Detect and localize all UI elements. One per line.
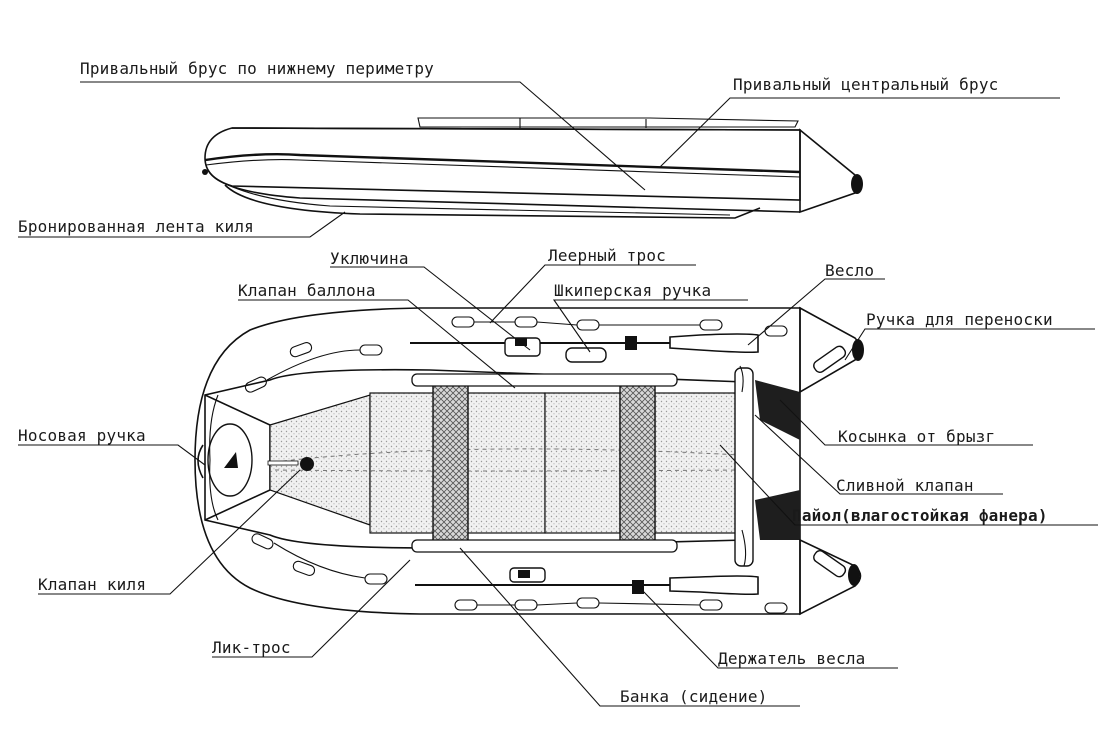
label-oarlock: Уключина [330,249,409,268]
label-floor: Пайол(влагостойкая фанера) [792,506,1048,525]
label-skipper-handle: Шкиперская ручка [554,281,712,300]
label-rub-lower: Привальный брус по нижнему периметру [80,59,434,78]
label-tube-valve: Клапан баллона [238,281,376,300]
label-drain-valve: Сливной клапан [836,476,974,495]
label-keel-tape: Бронированная лента киля [18,217,254,236]
leader-lines [18,81,1098,707]
label-spray-gusset: Косынка от брызг [838,427,996,446]
label-seat: Банка (сидение) [620,687,768,706]
label-bolt-rope: Лик-трос [212,638,291,657]
top-view-boat [194,306,864,616]
label-rub-central: Привальный центральный брус [733,75,999,94]
side-view-boat [202,117,863,219]
label-oar-holder: Держатель весла [718,649,866,668]
label-bow-handle: Носовая ручка [18,426,146,445]
label-carry-handle: Ручка для переноски [866,310,1053,329]
label-lifeline: Леерный трос [548,246,666,265]
label-keel-valve: Клапан киля [38,575,147,594]
label-oar: Весло [825,261,875,280]
